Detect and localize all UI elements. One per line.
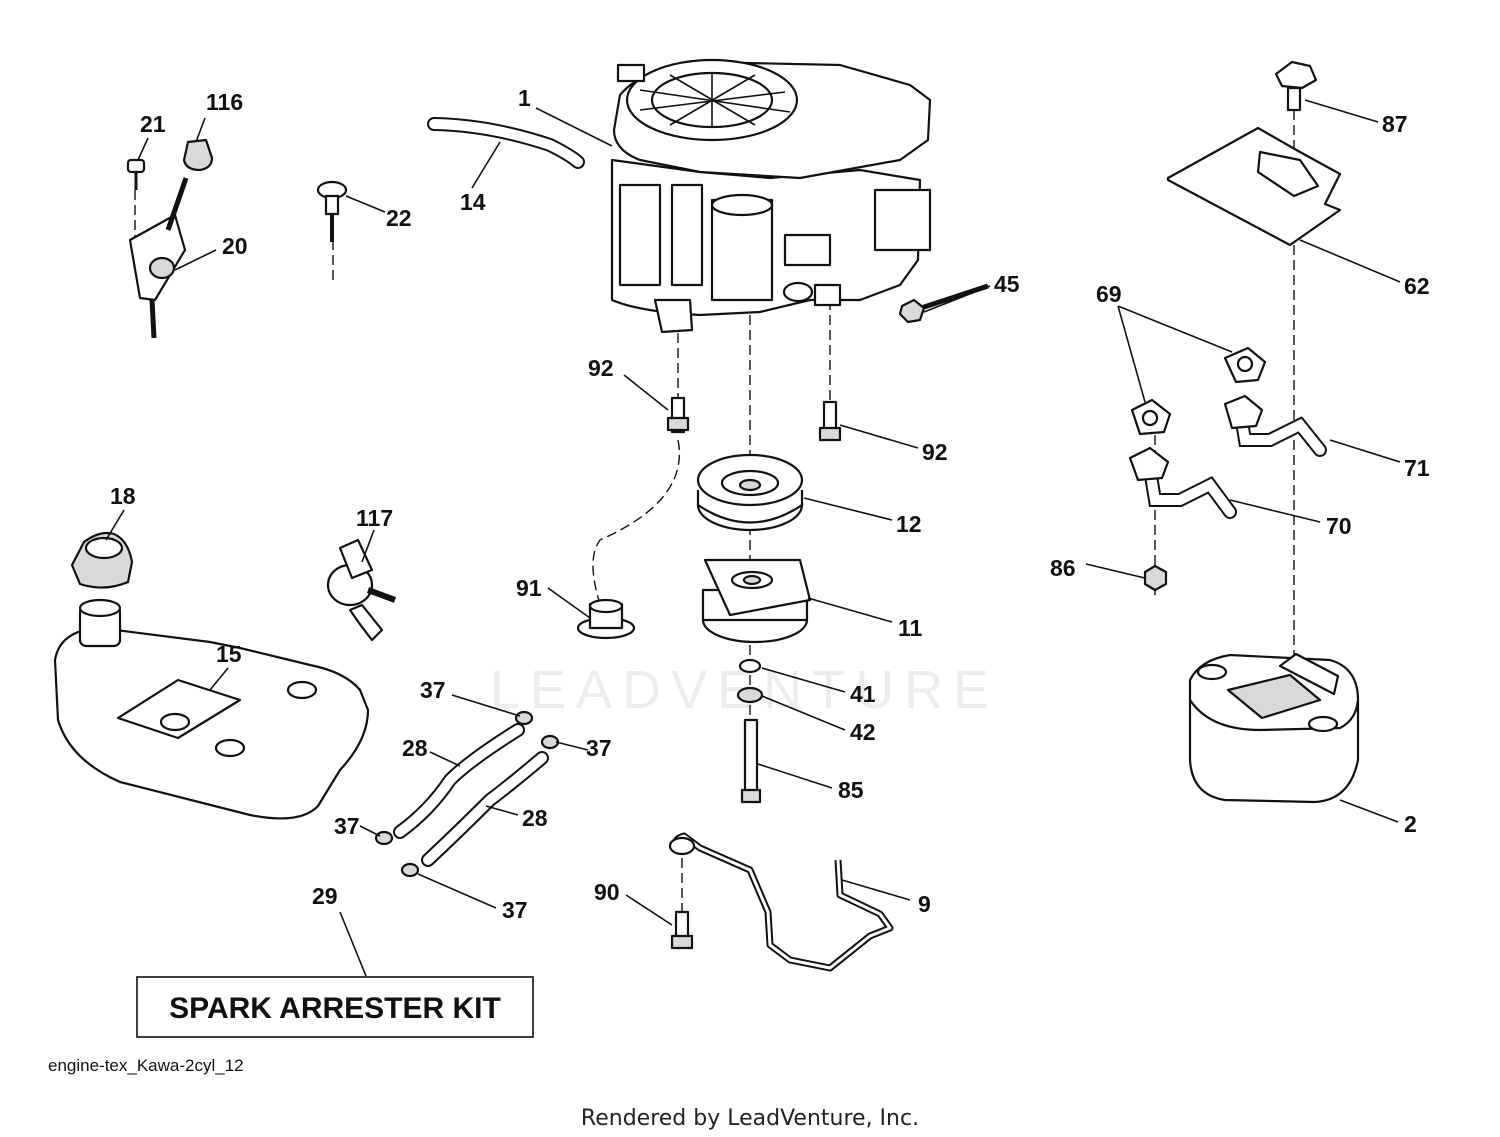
callout-87: 87: [1382, 111, 1408, 137]
callout-2: 2: [1404, 811, 1417, 837]
gasket-69-b: [1130, 398, 1172, 436]
bolt-92-left: [666, 396, 690, 434]
choke-22: [316, 180, 348, 242]
callout-91: 91: [516, 575, 542, 601]
callout-41: 41: [850, 681, 876, 707]
callout-86: 86: [1050, 555, 1076, 581]
pulley-12: [696, 453, 804, 532]
fuel-line-14: [427, 117, 585, 169]
exhaust-pipe-71: [1223, 394, 1327, 457]
callout-116: 116: [206, 89, 243, 115]
callout-90: 90: [594, 879, 620, 905]
callout-14: 14: [460, 189, 486, 215]
bolt-85: [740, 718, 762, 804]
bolt-90: [670, 858, 694, 950]
clutch-11: [701, 558, 812, 644]
callout-15: 15: [216, 641, 242, 667]
washer-42: [736, 686, 764, 704]
callout-9: 9: [918, 891, 931, 917]
bushing-91: [576, 598, 636, 640]
callout-69: 69: [1096, 281, 1122, 307]
callout-21: 21: [140, 111, 166, 137]
rod-9: [668, 832, 894, 972]
callout-45: 45: [994, 271, 1020, 297]
leader-lines: [105, 99, 1401, 977]
muffler-2: [1188, 652, 1360, 804]
drawing-code: engine-tex_Kawa-2cyl_12: [48, 1056, 244, 1075]
callout-12: 12: [896, 511, 922, 537]
callout-62: 62: [1404, 273, 1430, 299]
callout-11: 11: [898, 615, 923, 641]
callout-18: 18: [110, 483, 136, 509]
callout-20: 20: [222, 233, 248, 259]
spark-arrester-kit-box: SPARK ARRESTER KIT: [136, 976, 534, 1038]
fuel-hose-28-a: [393, 723, 525, 839]
bolt-92-right: [818, 400, 842, 442]
bolt-45: [898, 283, 989, 324]
clamp-37-d: [400, 862, 420, 878]
callout-37-top: 37: [420, 677, 446, 703]
callout-92-left: 92: [588, 355, 614, 381]
callout-42: 42: [850, 719, 876, 745]
callout-labels: 116 21 1 14 22 20 45 87 62 69 92 92 71 7…: [110, 85, 1430, 923]
clamp-37-b: [540, 734, 560, 750]
callout-71: 71: [1404, 455, 1430, 481]
fuel-valve-117: [326, 538, 397, 642]
callout-37-bottom: 37: [502, 897, 528, 923]
watermark: LEADVENTURE: [490, 660, 999, 720]
fuel-cap-18: [70, 531, 134, 589]
knob-116: [182, 138, 214, 172]
washer-41: [738, 658, 762, 674]
callout-28-top: 28: [402, 735, 428, 761]
heat-shield-62: [1166, 126, 1342, 247]
fuel-hose-28-b: [421, 751, 549, 867]
kit-label: SPARK ARRESTER KIT: [169, 992, 501, 1025]
callout-85: 85: [838, 777, 864, 803]
engine: [610, 58, 932, 334]
callout-37-left: 37: [334, 813, 360, 839]
callout-22: 22: [386, 205, 412, 231]
clamp-37-c: [374, 830, 394, 846]
nut-86: [1143, 564, 1168, 592]
callout-37-right: 37: [586, 735, 612, 761]
callout-92-right: 92: [922, 439, 948, 465]
exhaust-pipe-70: [1128, 446, 1237, 519]
clamp-37-a: [514, 710, 534, 726]
fuel-tank-15: [53, 598, 370, 820]
callout-70: 70: [1326, 513, 1352, 539]
footer-credit: Rendered by LeadVenture, Inc.: [581, 1106, 919, 1131]
callout-117: 117: [356, 505, 393, 531]
callout-1: 1: [518, 85, 531, 111]
callout-28-bottom: 28: [522, 805, 548, 831]
knob-87: [1274, 60, 1318, 112]
gasket-69-a: [1223, 346, 1267, 384]
callout-29: 29: [312, 883, 338, 909]
screw-21: [126, 158, 146, 190]
throttle-control-20: [128, 177, 189, 339]
